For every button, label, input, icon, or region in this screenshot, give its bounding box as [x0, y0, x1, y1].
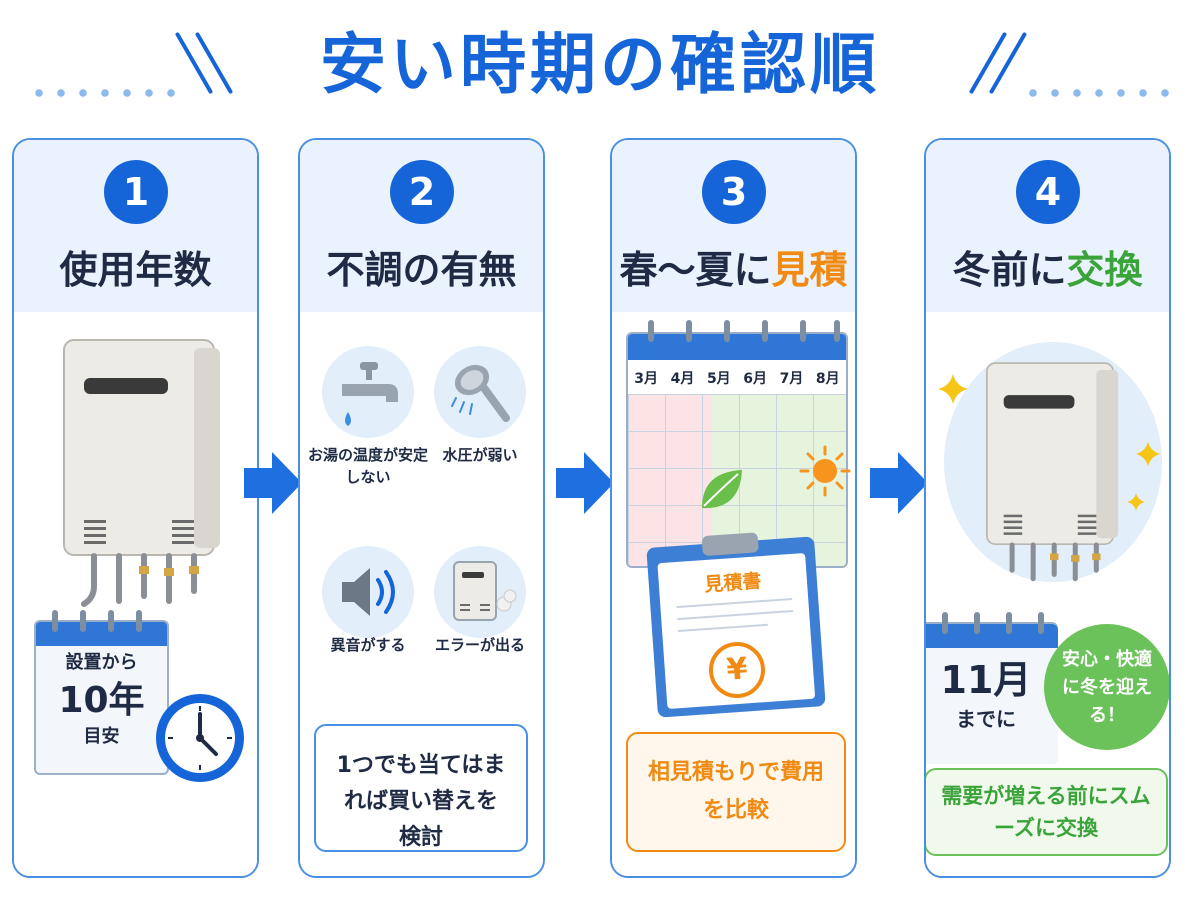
step-card-3: 3 春〜夏に見積 3月 4月 5月 6月 7月 8月 — [610, 138, 857, 878]
years-value: 10年 — [58, 680, 145, 721]
step-number: 2 — [390, 160, 454, 224]
step-number: 1 — [104, 160, 168, 224]
page-title: 安い時期の確認順 — [320, 26, 880, 103]
sparkle-icon — [938, 374, 968, 404]
yen-icon: ¥ — [707, 640, 767, 700]
comfort-badge: 安心・快適に冬を迎える！ — [1044, 624, 1169, 750]
step-number: 3 — [702, 160, 766, 224]
shower-head-icon — [434, 346, 526, 438]
step-card-4: 4 冬前に交換 — [924, 138, 1171, 878]
sparkle-icon — [1135, 441, 1161, 467]
step-title: 不調の有無 — [326, 248, 517, 292]
calendar-icon — [34, 620, 169, 775]
water-heater-error-icon — [434, 546, 526, 638]
leaf-icon — [702, 470, 742, 509]
water-heater-icon — [63, 339, 220, 607]
estimate-document-label: 見積書 — [703, 570, 763, 597]
card-body: 3月 4月 5月 6月 7月 8月 — [612, 312, 855, 876]
symptom-label: エラーが出る — [434, 636, 525, 654]
callout-box: 1つでも当てはまれば買い替えを検討 — [314, 724, 528, 852]
month-value: 11月 — [940, 658, 1032, 702]
decorative-dots-right — [1022, 88, 1172, 98]
step-title: 冬前に交換 — [952, 248, 1143, 292]
card-body: 設置から 10年 目安 — [14, 312, 257, 876]
calendar-icon — [926, 624, 1058, 764]
clock-icon — [156, 694, 244, 782]
card-header: 2 不調の有無 — [300, 140, 543, 312]
step-card-1: 1 使用年数 設置から 10年 — [12, 138, 259, 878]
callout-box: 相見積もりで費用を比較 — [626, 732, 846, 852]
card-body: 11月 までに 安心・快適に冬を迎える！ 需要が増える前にスムーズに交換 — [926, 312, 1169, 876]
deadline-label: までに — [956, 707, 1016, 731]
card-header: 1 使用年数 — [14, 140, 257, 312]
step-card-2: 2 不調の有無 お湯の温度が安定しない 水圧が弱い — [298, 138, 545, 878]
step-title: 春〜夏に見積 — [619, 248, 848, 292]
card-header: 4 冬前に交換 — [926, 140, 1169, 312]
callout-box: 需要が増える前にスムーズに交換 — [926, 768, 1168, 856]
sun-icon — [799, 445, 851, 497]
arrow-right-icon — [870, 452, 928, 514]
faucet-icon — [322, 346, 414, 438]
header: 安い時期の確認順 — [0, 0, 1200, 130]
guideline-label: 目安 — [83, 726, 120, 747]
sparkle-icon — [1127, 493, 1145, 511]
symptom-label: お湯の温度が安定しない — [308, 446, 429, 486]
decorative-dots-left — [28, 88, 178, 98]
card-body: お湯の温度が安定しない 水圧が弱い 異音がする — [300, 312, 543, 876]
step-number: 4 — [1016, 160, 1080, 224]
water-heater-icon — [986, 362, 1119, 582]
clipboard-icon: 見積書 ¥ — [646, 532, 826, 718]
speaker-icon — [322, 546, 414, 638]
step-title: 使用年数 — [59, 248, 212, 292]
symptom-label: 異音がする — [330, 636, 406, 654]
install-label: 設置から — [65, 652, 138, 673]
arrow-right-icon — [244, 452, 302, 514]
arrow-right-icon — [556, 452, 614, 514]
symptom-label: 水圧が弱い — [442, 446, 518, 464]
card-header: 3 春〜夏に見積 — [612, 140, 855, 312]
